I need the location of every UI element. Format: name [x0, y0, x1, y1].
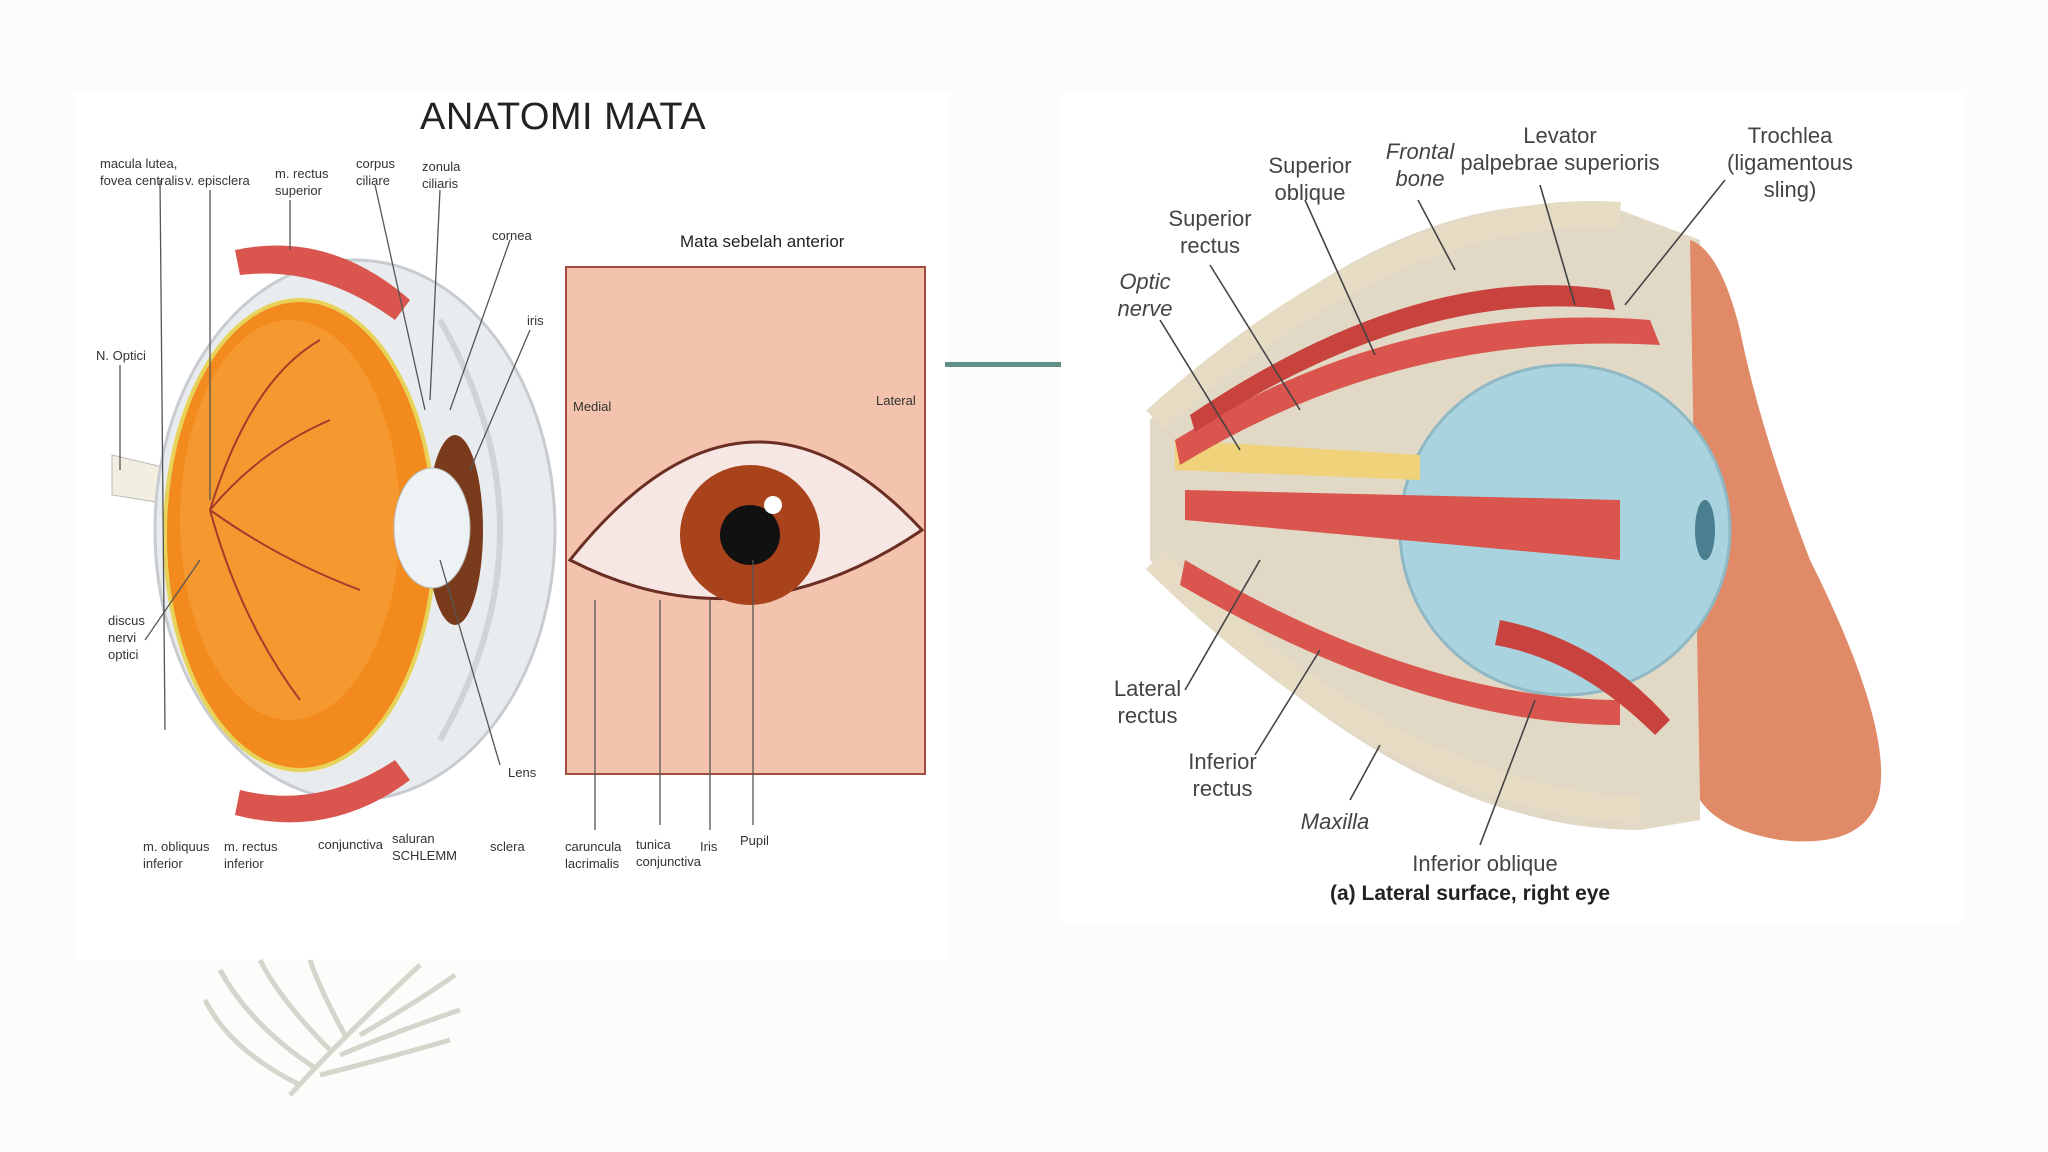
label-macula: macula lutea, fovea centralis	[100, 156, 184, 188]
label-n-optici: N. Optici	[96, 348, 146, 363]
label-lens: Lens	[508, 765, 537, 780]
label-inferior-oblique: Inferior oblique	[1412, 851, 1558, 876]
label-levator: Levator palpebrae superioris	[1460, 123, 1660, 175]
label-rectus-superior: m. rectus superior	[275, 166, 329, 198]
label-superior-rectus: Superior rectus	[1168, 206, 1252, 258]
label-sclera: sclera	[490, 839, 525, 854]
label-lateral-rectus: Lateral rectus	[1113, 676, 1182, 728]
label-trochlea: Trochlea (ligamentous sling)	[1727, 123, 1853, 202]
label-medial: Medial	[573, 399, 612, 414]
label-optic-nerve: Optic nerve	[1117, 269, 1173, 321]
left-figure-title: ANATOMI MATA	[420, 96, 707, 138]
label-episclera: v. episclera	[185, 173, 250, 188]
label-superior-oblique: Superior oblique	[1268, 153, 1352, 205]
label-frontal-bone: Frontal bone	[1385, 139, 1455, 191]
right-figure-caption: (a) Lateral surface, right eye	[1330, 882, 1611, 905]
anterior-title: Mata sebelah anterior	[680, 232, 845, 251]
label-discus: discus nervi optici	[108, 613, 145, 662]
label-maxilla: Maxilla	[1300, 809, 1370, 834]
label-caruncula: caruncula lacrimalis	[565, 839, 622, 871]
label-saluran: saluran SCHLEMM	[392, 831, 458, 863]
label-conjunctiva: conjunctiva	[318, 837, 384, 852]
divider-line	[945, 362, 1061, 367]
label-pupil: Pupil	[740, 833, 769, 848]
label-obliquus-inferior: m. obliquus inferior	[143, 839, 210, 871]
label-rectus-inferior: m. rectus inferior	[224, 839, 278, 871]
label-tunica: tunica conjunctiva	[636, 837, 702, 869]
label-lateral: Lateral	[876, 393, 916, 408]
label-iris: iris	[527, 313, 544, 328]
label-zonula-ciliaris: zonula ciliaris	[422, 159, 461, 191]
label-iris-anterior: Iris	[700, 839, 718, 854]
label-inferior-rectus: Inferior rectus	[1188, 749, 1257, 801]
label-corpus-ciliare: corpus ciliare	[356, 156, 396, 188]
label-cornea: cornea	[492, 228, 532, 243]
